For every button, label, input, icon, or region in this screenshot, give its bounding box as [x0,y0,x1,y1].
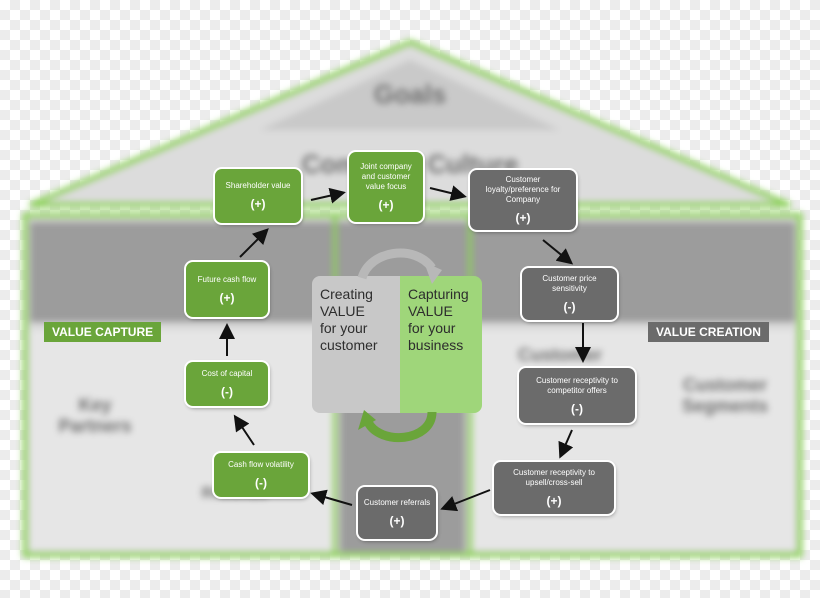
node-sign: (+) [250,197,266,211]
node-title: Customer price sensitivity [542,274,597,293]
node-title: Customer receptivity to competitor offer… [536,375,618,395]
customer-segments-label: Customer Segments [681,375,769,416]
node-cash-flow-volatility: Cash flow volatility (-) [214,453,308,497]
node-title: Cost of capital [201,369,253,378]
node-shareholder-value: Shareholder value (+) [215,169,301,223]
node-sign: (-) [221,385,233,399]
node-receptivity-upsell: Customer receptivity to upsell/cross-sel… [494,462,614,514]
node-sign: (-) [571,401,583,416]
key-partners-label: Key Partners [58,395,132,436]
node-sign: (+) [389,514,405,528]
node-sign: (+) [378,198,394,212]
node-title: Cash flow volatility [228,460,294,469]
node-title: Shareholder value [225,181,291,190]
node-sign: (+) [515,211,531,225]
creating-value-panel: Creating VALUE for your customer [312,276,400,413]
node-title: Customer referrals [363,498,431,507]
node-sign: (-) [563,300,576,314]
node-sign: (-) [255,476,267,490]
customer-label: Customer [517,345,602,365]
roof-title: Goals [373,79,447,109]
node-title: Joint company and customer value focus [360,162,412,191]
node-future-cash-flow: Future cash flow (+) [186,262,268,317]
node-cost-of-capital: Cost of capital (-) [186,362,268,406]
node-sign: (+) [546,494,562,508]
node-sign: (+) [219,290,235,305]
node-title: Future cash flow [197,274,257,284]
value-capture-tag: VALUE CAPTURE [44,322,162,342]
node-receptivity-competitor: Customer receptivity to competitor offer… [519,368,635,423]
node-title: Customer receptivity to upsell/cross-sel… [513,468,595,487]
node-customer-loyalty: Customer loyalty/preference for Company … [470,170,576,230]
capturing-value-panel: Capturing VALUE for your business [400,276,482,413]
node-price-sensitivity: Customer price sensitivity (-) [522,268,617,320]
node-joint-value-focus: Joint company and customer value focus (… [349,152,423,222]
node-customer-referrals: Customer referrals (+) [358,487,436,539]
node-title: Customer loyalty/preference for Company [485,175,561,204]
value-creation-tag: VALUE CREATION [648,322,769,342]
